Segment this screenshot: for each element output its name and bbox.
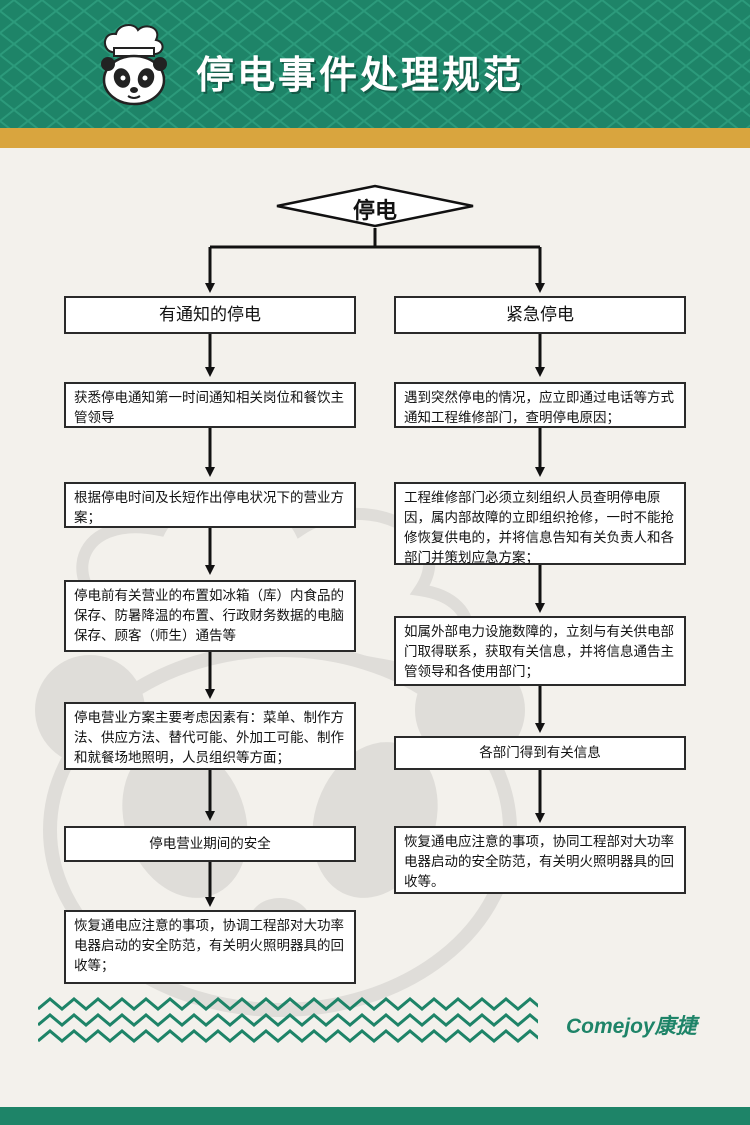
footer-band — [0, 1107, 750, 1125]
right-step-5: 恢复通电应注意的事项，协同工程部对大功率电器启动的安全防范，有关明火照明器具的回… — [394, 826, 686, 894]
panda-chef-icon — [101, 24, 167, 106]
brand-logo: Comejoy康捷 — [566, 1015, 697, 1038]
page-title: 停电事件处理规范 — [196, 53, 525, 97]
left-step-1: 获悉停电通知第一时间通知相关岗位和餐饮主管领导 — [64, 382, 356, 428]
right-step-4: 各部门得到有关信息 — [394, 736, 686, 770]
header-banner: 停电事件处理规范 — [0, 0, 750, 128]
left-heading: 有通知的停电 — [64, 296, 356, 334]
right-step-1: 遇到突然停电的情况，应立即通过电话等方式通知工程维修部门，查明停电原因； — [394, 382, 686, 428]
left-step-5: 停电营业期间的安全 — [64, 826, 356, 862]
right-step-3: 如属外部电力设施数障的，立刻与有关供电部门取得联系，获取有关信息，并将信息通告主… — [394, 616, 686, 686]
left-step-2: 根据停电时间及长短作出停电状况下的营业方案； — [64, 482, 356, 528]
start-node: 停电 — [352, 199, 397, 224]
left-step-3: 停电前有关营业的布置如冰箱（库）内食品的保存、防暑降温的布置、行政财务数据的电脑… — [64, 580, 356, 652]
zigzag-decoration — [38, 997, 538, 1043]
right-heading: 紧急停电 — [394, 296, 686, 334]
gold-band — [0, 128, 750, 148]
right-step-2: 工程维修部门必须立刻组织人员查明停电原因，属内部故障的立即组织抢修，一时不能抢修… — [394, 482, 686, 566]
left-step-6: 恢复通电应注意的事项，协调工程部对大功率电器启动的安全防范，有关明火照明器具的回… — [64, 910, 356, 984]
start-diamond — [276, 184, 474, 228]
left-step-4: 停电营业方案主要考虑因素有：菜单、制作方法、供应方法、替代可能、外加工可能、制作… — [64, 702, 356, 770]
